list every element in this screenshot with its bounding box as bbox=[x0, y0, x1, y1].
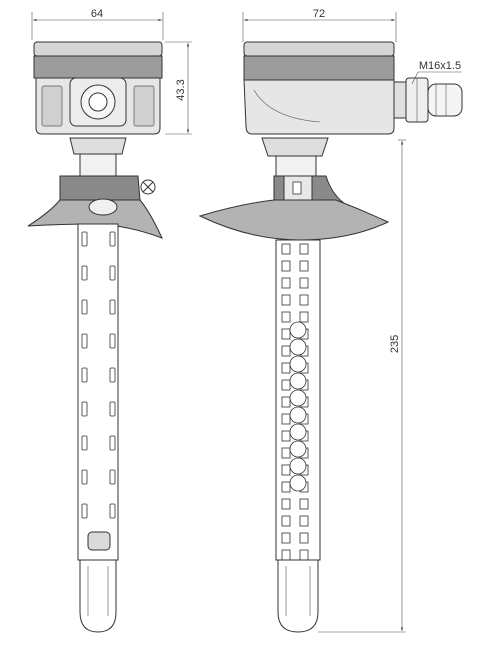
cable-gland-side: M16x1.5 bbox=[393, 60, 463, 123]
dimension-height-housing: 43.3 bbox=[165, 41, 192, 135]
side-view: 72 M16x1.5 bbox=[198, 8, 463, 633]
tube-slot bbox=[81, 231, 88, 247]
thread-label: M16x1.5 bbox=[419, 60, 461, 72]
probe-tube-front bbox=[77, 223, 119, 633]
tube-slot bbox=[281, 413, 291, 425]
tube-slot bbox=[299, 532, 309, 544]
tube-slot bbox=[109, 503, 116, 519]
mounting-flange-front bbox=[27, 175, 163, 239]
tube-slot bbox=[81, 503, 88, 519]
housing-front bbox=[33, 41, 163, 135]
tube-slot bbox=[281, 481, 291, 493]
tube-slot bbox=[299, 277, 309, 289]
tube-slots-front bbox=[81, 231, 116, 519]
dimension-label-43-3: 43.3 bbox=[175, 79, 187, 100]
tube-hole bbox=[289, 355, 307, 373]
dimension-width-front: 64 bbox=[31, 8, 164, 40]
tube-slot bbox=[299, 311, 309, 323]
tube-slot bbox=[109, 367, 116, 383]
front-view: 64 43.3 bbox=[27, 8, 192, 633]
tube-slot bbox=[281, 532, 291, 544]
tube-slot bbox=[81, 367, 88, 383]
tube-slot bbox=[109, 333, 116, 349]
tube-hole bbox=[289, 423, 307, 441]
dimension-label-64: 64 bbox=[91, 8, 103, 20]
dimension-width-side: 72 bbox=[242, 8, 397, 42]
dimension-probe-length: 235 bbox=[318, 139, 406, 633]
tube-slot bbox=[281, 549, 291, 561]
tube-slot bbox=[299, 243, 309, 255]
tube-hole bbox=[289, 406, 307, 424]
tube-hole bbox=[289, 389, 307, 407]
mounting-flange-side bbox=[198, 175, 390, 241]
tube-slot bbox=[109, 299, 116, 315]
tube-slots-side bbox=[281, 243, 309, 561]
tube-slot bbox=[281, 328, 291, 340]
tube-hole bbox=[289, 440, 307, 458]
tube-slot bbox=[281, 260, 291, 272]
tube-slot bbox=[299, 294, 309, 306]
tube-slot bbox=[109, 231, 116, 247]
tube-slot bbox=[281, 277, 291, 289]
tube-slot bbox=[281, 311, 291, 323]
tube-hole bbox=[289, 457, 307, 475]
tube-slot bbox=[81, 435, 88, 451]
tube-slot bbox=[281, 515, 291, 527]
tube-slot bbox=[109, 435, 116, 451]
tube-slot bbox=[281, 345, 291, 357]
tube-slot bbox=[299, 549, 309, 561]
tube-slot bbox=[281, 430, 291, 442]
tube-slot bbox=[109, 265, 116, 281]
tube-slot bbox=[109, 401, 116, 417]
tube-slot bbox=[281, 498, 291, 510]
probe-tube-side bbox=[275, 239, 321, 633]
tube-slot bbox=[109, 469, 116, 485]
tube-slot bbox=[81, 265, 88, 281]
tube-slot bbox=[81, 299, 88, 315]
tube-hole bbox=[289, 338, 307, 356]
tube-hole bbox=[289, 372, 307, 390]
tube-slot bbox=[281, 379, 291, 391]
tube-slot bbox=[281, 396, 291, 408]
tube-slot bbox=[81, 469, 88, 485]
tube-slot bbox=[299, 515, 309, 527]
housing-side bbox=[243, 41, 395, 135]
tube-slot bbox=[281, 294, 291, 306]
dimension-label-235: 235 bbox=[389, 335, 401, 353]
dimension-label-72: 72 bbox=[313, 8, 325, 20]
tube-hole bbox=[289, 321, 307, 339]
tube-hole bbox=[289, 474, 307, 492]
tube-slot bbox=[81, 401, 88, 417]
tube-slot bbox=[281, 243, 291, 255]
tube-slot bbox=[299, 498, 309, 510]
tube-slot bbox=[281, 362, 291, 374]
tube-slot bbox=[299, 260, 309, 272]
tube-slot bbox=[81, 333, 88, 349]
tube-slot bbox=[281, 464, 291, 476]
tube-slot bbox=[281, 447, 291, 459]
